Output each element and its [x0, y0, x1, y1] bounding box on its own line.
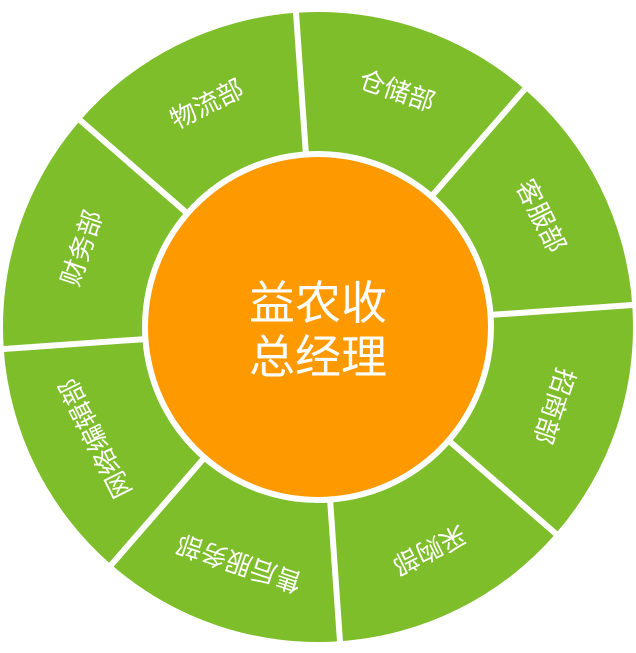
- center-circle: [148, 157, 488, 497]
- segment-divider: [76, 116, 195, 221]
- segment-1: [296, 12, 525, 195]
- segment-divider: [326, 492, 344, 644]
- segment-2: [433, 89, 633, 315]
- segment-divider: [424, 85, 529, 204]
- segment-divider: [483, 301, 635, 319]
- segment-3: [450, 305, 634, 534]
- segment-5: [111, 459, 340, 642]
- segment-6: [3, 339, 203, 565]
- segment-divider: [441, 433, 560, 538]
- segment-divider: [107, 450, 212, 569]
- department-ring: [2, 12, 634, 642]
- segment-divider: [292, 10, 310, 162]
- segment-dividers: [1, 10, 635, 644]
- segment-divider: [1, 335, 153, 353]
- center-title-line-2: 总经理: [249, 330, 387, 384]
- center-title-line-1: 益农收: [249, 276, 387, 330]
- segment-4: [330, 442, 556, 642]
- segment-8: [80, 12, 306, 212]
- segment-7: [2, 120, 186, 349]
